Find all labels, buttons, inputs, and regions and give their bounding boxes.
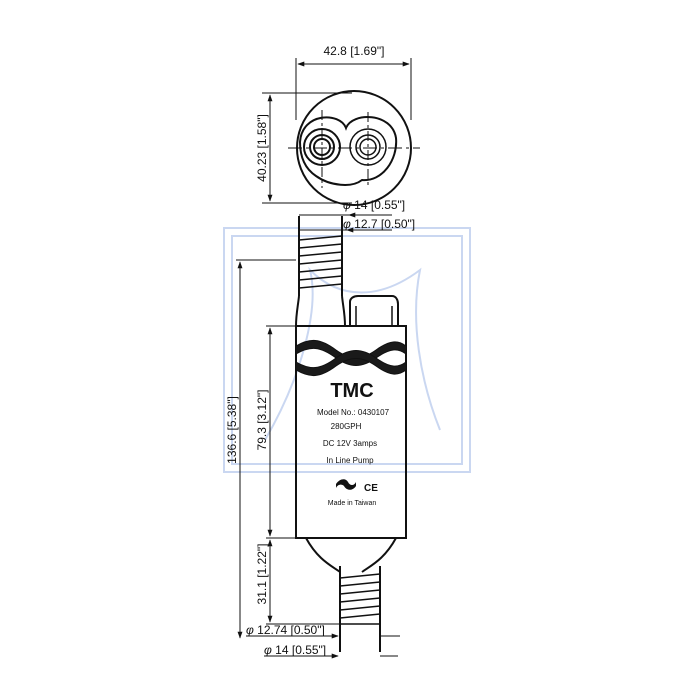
brand-logo: TMC bbox=[330, 380, 373, 402]
model-label: Model No.: 0430107 bbox=[317, 408, 390, 417]
port-outline bbox=[298, 116, 398, 186]
braid-band bbox=[295, 340, 407, 376]
ce-mark: CE bbox=[364, 483, 378, 494]
inlet-inner-dia-label: φ 12.7 [0.50"] bbox=[343, 217, 415, 231]
inlet-port-inner bbox=[313, 138, 331, 156]
outlet-port-inner bbox=[359, 138, 377, 156]
top-width-label: 42.8 [1.69"] bbox=[324, 44, 385, 58]
side-view: φ 14 [0.55"] φ 12.7 [0.50"] TMC Model No… bbox=[225, 198, 415, 659]
origin-label: Made in Taiwan bbox=[328, 500, 377, 507]
certification-icon bbox=[336, 479, 356, 490]
inlet-port-outer bbox=[303, 128, 341, 166]
top-view: 42.8 [1.69"] 40.23 [1.58"] bbox=[255, 44, 420, 206]
flow-label: 280GPH bbox=[331, 422, 362, 431]
outlet-port-outer bbox=[349, 128, 387, 166]
inlet-outer-dia-label: φ 14 [0.55"] bbox=[343, 198, 405, 212]
outlet-inner-dia-label: φ 12.74 [0.50"] bbox=[246, 623, 325, 637]
power-label: DC 12V 3amps bbox=[323, 439, 377, 448]
body-length-label: 79.3 [3.12"] bbox=[255, 390, 269, 451]
overall-length-label: 136.6 [5.38"] bbox=[225, 396, 239, 464]
inlet-hose-barb bbox=[295, 216, 346, 327]
body-boss bbox=[349, 295, 399, 326]
type-label: In Line Pump bbox=[326, 456, 374, 465]
pump-body bbox=[295, 325, 407, 539]
bottom-taper bbox=[305, 537, 397, 573]
outlet-hose-barb bbox=[339, 566, 381, 652]
outlet-length-label: 31.1 [1.22"] bbox=[255, 544, 269, 605]
top-height-label: 40.23 [1.58"] bbox=[255, 114, 269, 182]
outlet-outer-dia-label: φ 14 [0.55"] bbox=[264, 643, 326, 657]
